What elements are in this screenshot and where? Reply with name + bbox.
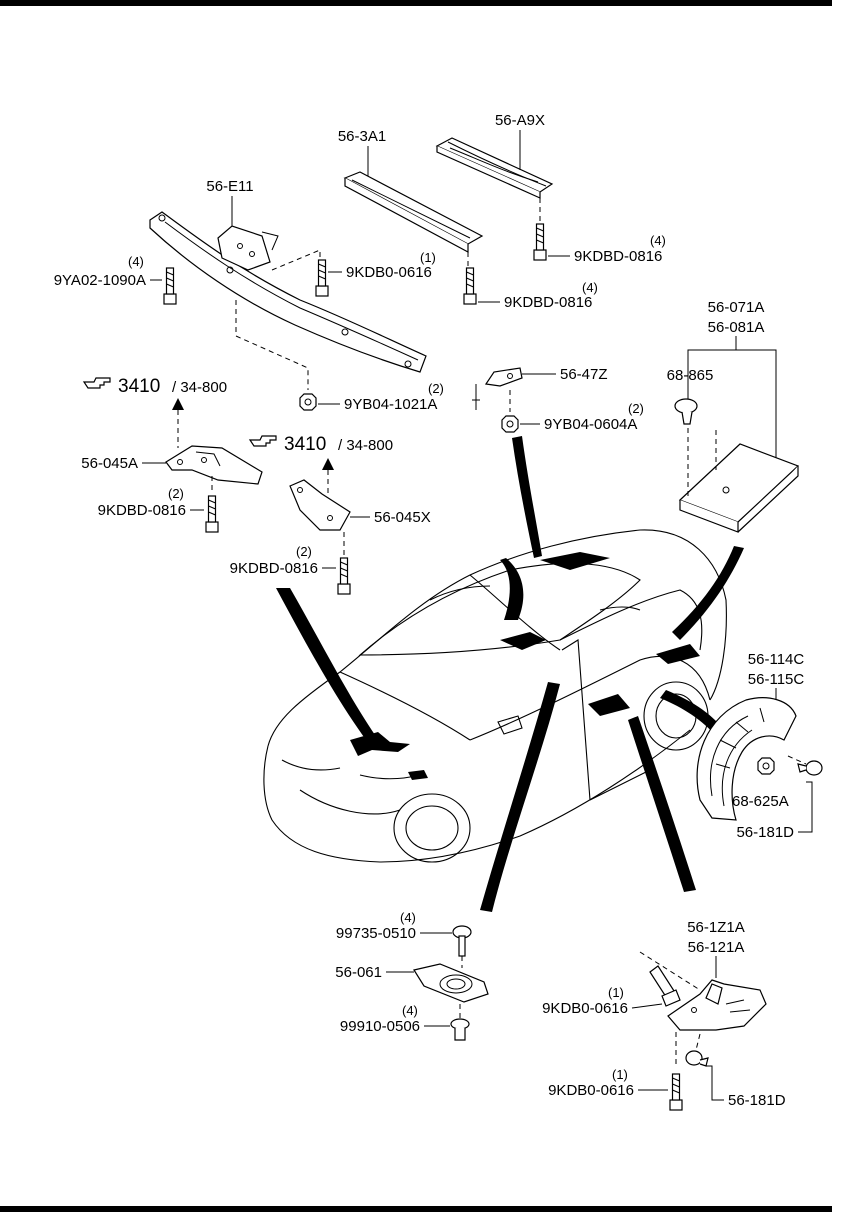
label-56-181D-a: 56-181D xyxy=(736,824,794,841)
bolt-9KDBD-0816-a[interactable] xyxy=(533,223,547,261)
part-56-114C-mudguard[interactable] xyxy=(696,697,797,821)
part-56-071A-mat[interactable] xyxy=(678,443,800,533)
label-56-47Z: 56-47Z xyxy=(560,366,608,383)
part-56-47Z[interactable] xyxy=(472,367,523,410)
label-56-1Z1A: 56-1Z1A xyxy=(687,919,745,936)
qty-9KDBD-0816-a: (4) xyxy=(650,233,666,248)
label-56-3A1: 56-3A1 xyxy=(338,128,386,145)
clip-56-181D-b[interactable] xyxy=(685,1050,709,1067)
car-body-illustration xyxy=(263,529,727,863)
label-9KDBD-0816-a: 9KDBD-0816 xyxy=(574,248,662,265)
ref-3410-right[interactable]: 3410 xyxy=(284,434,326,455)
qty-9KDBD-0816-c: (2) xyxy=(168,486,184,501)
label-9KDBD-0816-d: 9KDBD-0816 xyxy=(230,560,318,577)
label-56-081A: 56-081A xyxy=(708,319,765,336)
qty-9KDB0-0616-c: (1) xyxy=(612,1067,628,1082)
label-9YB04-1021A: 9YB04-1021A xyxy=(344,396,437,413)
part-56-3A1[interactable] xyxy=(343,171,484,254)
part-68-865-clip[interactable] xyxy=(674,398,698,425)
ref-34-800-left[interactable]: / 34-800 xyxy=(172,379,227,396)
bolt-9KDBD-0816-d[interactable] xyxy=(337,557,351,595)
nut-99910-0506[interactable] xyxy=(450,1018,470,1041)
label-9YB04-0604A: 9YB04-0604A xyxy=(544,416,637,433)
car-crossmember-mark xyxy=(350,732,410,756)
label-56-181D-b: 56-181D xyxy=(728,1092,786,1109)
label-9YA02-1090A: 9YA02-1090A xyxy=(54,272,146,289)
label-99910-0506: 99910-0506 xyxy=(340,1018,420,1035)
label-9KDBD-0816-c: 9KDBD-0816 xyxy=(98,502,186,519)
car-side-mark xyxy=(588,694,630,716)
part-56-E11-crossmember[interactable] xyxy=(149,211,427,373)
part-56-045A[interactable] xyxy=(165,445,263,485)
pointing-hand-icon xyxy=(249,435,277,447)
label-68-625A: 68-625A xyxy=(732,793,789,810)
label-9KDB0-0616-c: 9KDB0-0616 xyxy=(548,1082,634,1099)
bolt-9YA02-1090A[interactable] xyxy=(163,267,177,305)
qty-9KDBD-0816-d: (2) xyxy=(296,544,312,559)
bolt-9KDBD-0816-c[interactable] xyxy=(205,495,219,533)
label-9KDB0-0616-top: 9KDB0-0616 xyxy=(346,264,432,281)
label-56-045A: 56-045A xyxy=(81,455,138,472)
label-56-114C: 56-114C xyxy=(748,651,805,668)
leader-undercover xyxy=(480,682,560,912)
label-9KDBD-0816-b: 9KDBD-0816 xyxy=(504,294,592,311)
bolt-9KDBD-0816-b[interactable] xyxy=(463,267,477,305)
car-front-panel-mark xyxy=(500,632,546,650)
leader-roof xyxy=(500,558,524,620)
leader-mat xyxy=(672,546,744,640)
label-56-E11: 56-E11 xyxy=(206,178,253,195)
part-56-045X[interactable] xyxy=(289,479,351,531)
qty-9YB04-1021A: (2) xyxy=(428,381,444,396)
bolt-9KDB0-0616-b[interactable] xyxy=(649,965,681,1007)
qty-9KDB0-0616-top: (1) xyxy=(420,250,436,265)
ref-34-800-right[interactable]: / 34-800 xyxy=(338,437,393,454)
label-56-071A: 56-071A xyxy=(708,299,765,316)
ref-3410-left[interactable]: 3410 xyxy=(118,376,160,397)
leader-rear-bracket xyxy=(628,716,696,892)
pointing-hand-icon xyxy=(83,377,111,389)
bottom-border xyxy=(0,1206,832,1212)
part-56-A9X[interactable] xyxy=(435,137,554,199)
label-56-121A: 56-121A xyxy=(688,939,745,956)
label-56-115C: 56-115C xyxy=(748,671,805,688)
label-56-A9X: 56-A9X xyxy=(495,112,545,129)
leader-crossmember xyxy=(276,588,380,748)
qty-9YA02-1090A: (4) xyxy=(128,254,144,269)
nut-68-625A[interactable] xyxy=(757,757,775,775)
car-rear-mark xyxy=(656,644,700,664)
qty-9KDB0-0616-b: (1) xyxy=(608,985,624,1000)
car-front-mark xyxy=(408,770,428,780)
label-56-045X: 56-045X xyxy=(374,509,431,526)
part-56-1Z1A-bracket[interactable] xyxy=(667,979,767,1031)
qty-9YB04-0604A: (2) xyxy=(628,401,644,416)
bolt-9KDB0-0616-top[interactable] xyxy=(315,259,329,297)
label-99735-0510: 99735-0510 xyxy=(336,925,416,942)
label-56-061: 56-061 xyxy=(335,964,382,981)
clip-56-181D-a[interactable] xyxy=(797,760,823,776)
label-68-865: 68-865 xyxy=(667,367,714,384)
top-border xyxy=(0,0,832,6)
qty-9KDBD-0816-b: (4) xyxy=(582,280,598,295)
nut-9YB04-0604A[interactable] xyxy=(501,415,519,433)
leader-mudguard xyxy=(660,690,724,736)
label-9KDB0-0616-b: 9KDB0-0616 xyxy=(542,1000,628,1017)
car-roof-mark xyxy=(540,552,610,570)
part-56-061[interactable] xyxy=(413,963,489,1003)
qty-99735-0510: (4) xyxy=(400,910,416,925)
qty-99910-0506: (4) xyxy=(402,1003,418,1018)
nut-9YB04-1021A[interactable] xyxy=(299,393,317,411)
bolt-9KDB0-0616-c[interactable] xyxy=(669,1073,683,1111)
leader-bracket-47Z xyxy=(512,436,542,558)
screw-99735-0510[interactable] xyxy=(452,925,472,957)
